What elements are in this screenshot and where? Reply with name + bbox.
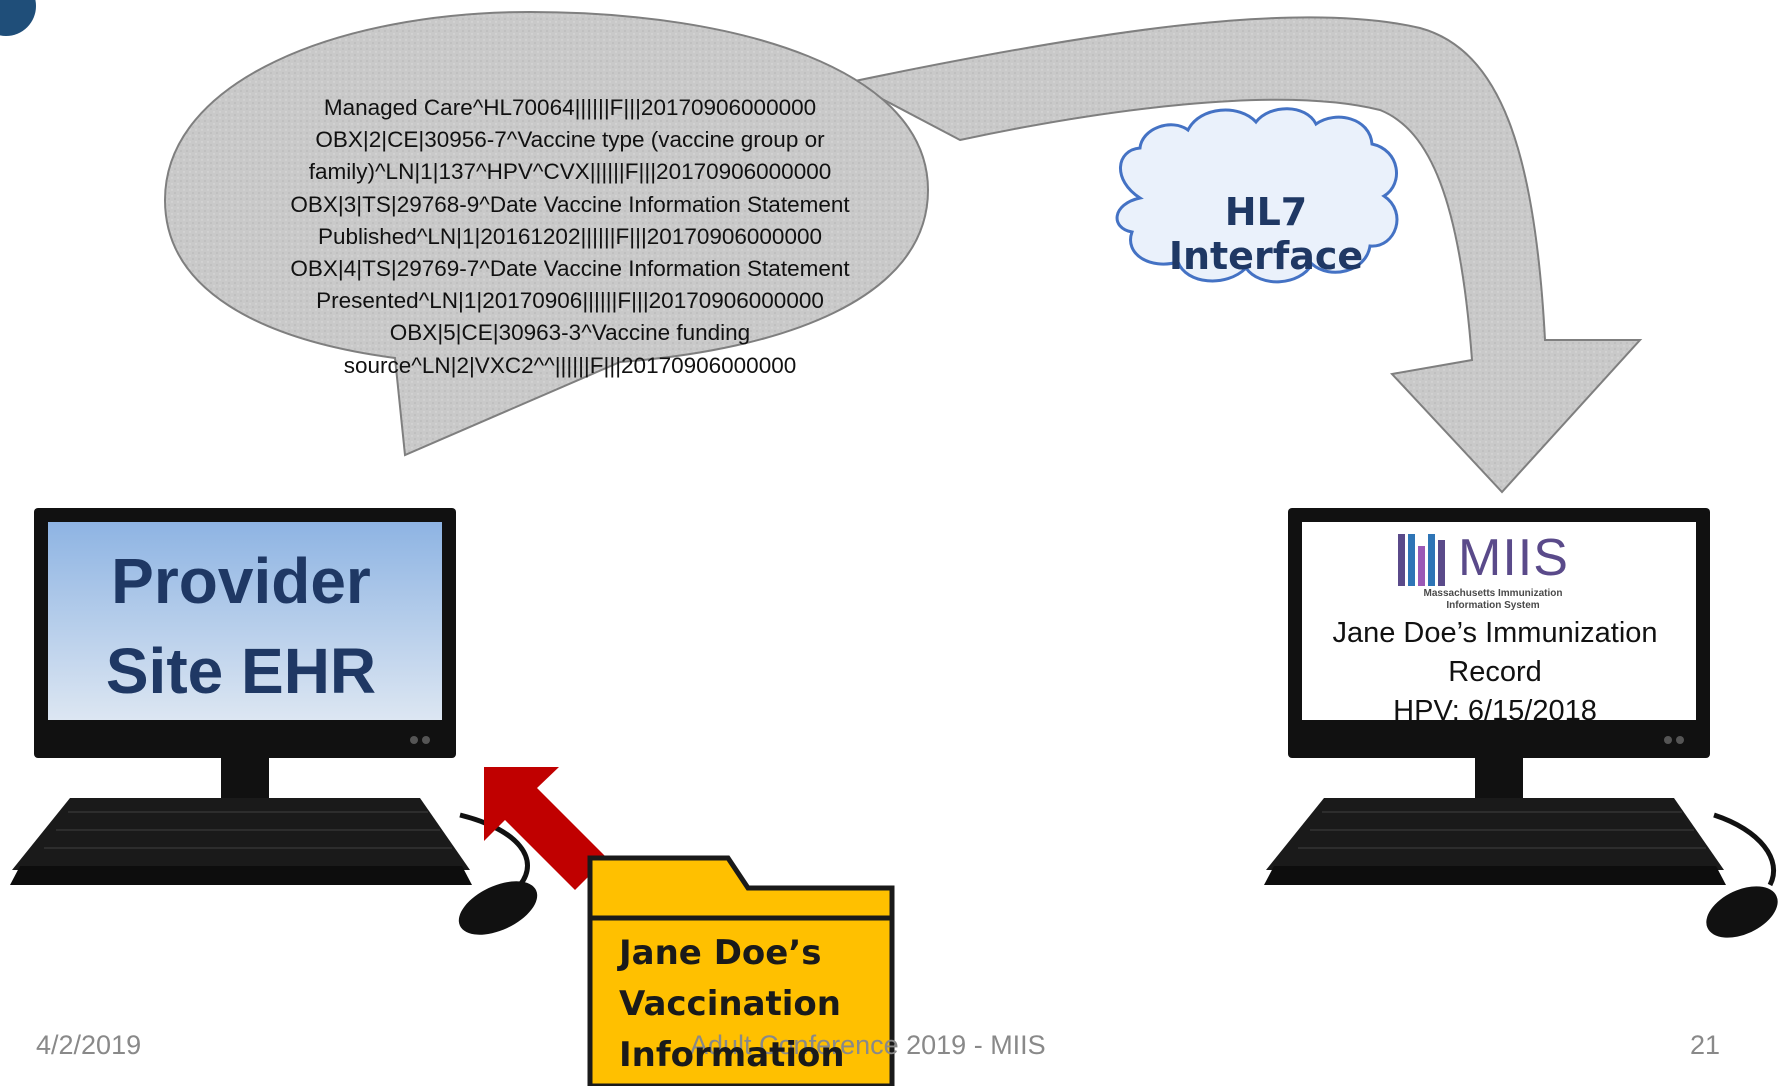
hl7-line: Managed Care^HL70064||||||F|||2017090600… [323,95,817,120]
input-arrow [484,767,607,890]
vaccination-folder [587,855,895,1086]
miis-mouse [1706,886,1778,938]
record-line1: Jane Doe’s Immunization [1332,617,1658,649]
provider-screen [48,522,442,720]
hl7-interface-cloud [1115,107,1399,284]
folder-label-line1: Jane Doe’s [619,933,822,973]
miis-logo-subtitle: Massachusetts Immunization Information S… [1398,588,1588,612]
hl7-line: OBX|2|CE|30956-7^Vaccine type (vaccine g… [315,127,825,153]
hl7-line: OBX|4|TS|29769-7^Date Vaccine Informatio… [290,256,850,282]
footer-conference: Adult Conference 2019 - MIIS [690,1030,1046,1060]
folder-label-line3: Information [619,1035,845,1075]
hl7-interface-label: HL7 Interface [1168,190,1364,278]
hl7-line: family)^LN|1|137^HPV^CVX||||||F|||201709… [308,159,832,185]
footer-date: 4/2/2019 [36,1030,142,1060]
record-line2: Record [1448,656,1542,688]
footer-page-number: 21 [1690,1030,1721,1060]
miis-screen [1302,522,1696,720]
provider-ehr-line2: Site EHR [105,635,377,707]
hl7-line: Published^LN|1|20161202||||||F|||2017090… [318,223,822,249]
record-line3: HPV: 6/15/2018 [1393,695,1597,727]
corner-badge [0,0,36,36]
provider-mouse [458,881,538,935]
miis-logo-bars-icon [1398,534,1445,586]
miis-subtitle-line2: Information System [1446,600,1540,611]
hl7-line: source^LN|2|VXC2^^||||||F|||201709060000… [343,352,797,378]
miis-logo-text: MIIS [1458,529,1569,587]
hl7-message-text: Managed Care^HL70064||||||F|||2017090600… [225,92,915,382]
hl7-line: OBX|3|TS|29768-9^Date Vaccine Informatio… [290,191,850,217]
hl7-line: Presented^LN|1|20170906||||||F|||2017090… [316,288,824,314]
immunization-record-text: Jane Doe’s Immunization Record HPV: 6/15… [1300,614,1690,731]
provider-ehr-title: Provider Site EHR [66,536,416,716]
miis-computer [1264,508,1778,938]
transmission-arrow [847,16,1643,494]
provider-ehr-line1: Provider [111,545,371,617]
miis-subtitle-line1: Massachusetts Immunization [1423,588,1563,599]
miis-logo: MIIS Massachusetts Immunization Informat… [1398,529,1588,616]
hl7-line: OBX|5|CE|30963-3^Vaccine funding [389,320,751,346]
folder-label: Jane Doe’s Vaccination Information [619,928,879,1081]
folder-label-line2: Vaccination [619,984,841,1024]
hl7-speech-bubble [163,10,930,457]
provider-computer [10,508,538,935]
